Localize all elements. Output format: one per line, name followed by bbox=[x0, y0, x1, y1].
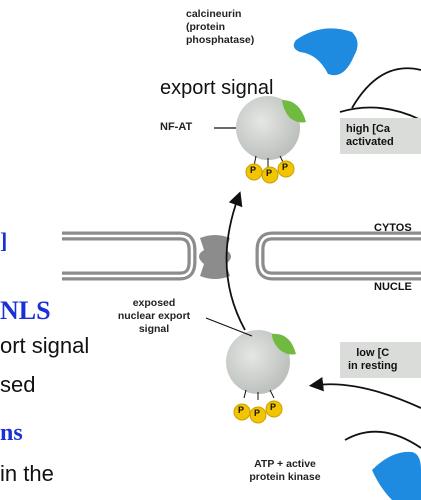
membrane-right bbox=[255, 231, 421, 281]
phosphate-label: P bbox=[270, 402, 277, 412]
phosphate-label: P bbox=[282, 162, 289, 172]
phosphate-label: P bbox=[266, 168, 273, 178]
calcineurin-enzyme bbox=[293, 28, 358, 76]
nuclear-pore bbox=[199, 235, 231, 279]
slide-line-3: in the bbox=[0, 461, 54, 486]
slide-line-2: sed bbox=[0, 372, 36, 397]
slide-glyph: ] bbox=[0, 228, 8, 253]
high-calcium-box bbox=[340, 118, 421, 154]
cytosol-label: CYTOS bbox=[374, 222, 412, 234]
high-calcium-text: high [Ca activated bbox=[346, 123, 394, 148]
membrane-left bbox=[62, 231, 197, 281]
nfat-label: NF-AT bbox=[160, 121, 193, 133]
dephosphorylation-arrow-tail bbox=[339, 106, 421, 121]
nfat-protein-upper bbox=[214, 96, 306, 168]
phosphate-label: P bbox=[254, 408, 261, 418]
phosphorylation-arrow bbox=[344, 430, 421, 449]
phosphates-upper bbox=[245, 160, 295, 184]
phosphate-label: P bbox=[250, 165, 257, 175]
dephosphorylation-arrow bbox=[351, 67, 421, 109]
phosphorylation-arrow-2 bbox=[308, 377, 421, 409]
atp-kinase-label: ATP + active protein kinase bbox=[249, 458, 321, 483]
low-calcium-text: low [C in resting bbox=[348, 347, 398, 372]
nuclear-envelope bbox=[62, 231, 421, 281]
export-arrow bbox=[225, 191, 246, 331]
phosphate-label: P bbox=[238, 405, 245, 415]
slide-ns: ns bbox=[0, 420, 23, 446]
slide-line-1: ort signal bbox=[0, 333, 90, 358]
export-signal-label: export signal bbox=[160, 77, 274, 99]
exposed-export-label: exposed nuclear export signal bbox=[117, 297, 191, 335]
nfat-protein-lower bbox=[205, 317, 296, 400]
protein-kinase-enzyme bbox=[372, 451, 421, 500]
low-calcium-box bbox=[340, 342, 421, 378]
phosphates-lower bbox=[233, 400, 283, 424]
slide-nls: NLS bbox=[0, 296, 51, 325]
nucleus-label: NUCLE bbox=[374, 281, 412, 293]
calcineurin-label: calcineurin (protein phosphatase) bbox=[186, 8, 255, 46]
export-signal-exposed bbox=[282, 100, 306, 123]
export-signal-hidden bbox=[272, 333, 296, 355]
